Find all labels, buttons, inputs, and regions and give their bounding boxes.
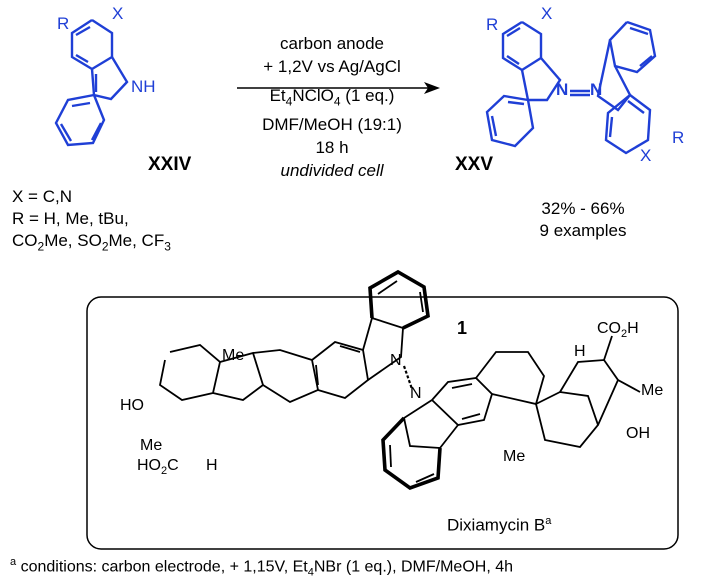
h-right: H: [574, 343, 586, 360]
reactant-nh-label: NH: [131, 77, 156, 96]
condition-solvent: DMF/MeOH (19:1): [262, 115, 402, 135]
product-x-bottom: X: [640, 146, 652, 165]
dixiamycin-structure: [159, 269, 641, 491]
product-structure: [485, 20, 657, 155]
reaction-conditions: carbon anode + 1,2V vs Ag/AgCl Et4NClO4 …: [237, 32, 427, 182]
reactant-structure: [54, 18, 129, 147]
product-n-left: N: [556, 80, 569, 99]
me-left-top: Me: [222, 347, 245, 364]
product-n-right: N: [590, 80, 603, 99]
condition-anode: carbon anode: [280, 34, 384, 53]
product-yield-block: 32% - 66% 9 examples: [518, 198, 648, 242]
natural-product-box: [86, 296, 679, 550]
me-left-quat: Me: [140, 437, 163, 454]
n-n-bond: [570, 89, 590, 97]
condition-electrolyte: Et4NClO4 (1 eq.): [269, 86, 395, 109]
definition-r: R = H, Me, tBu,: [12, 209, 129, 228]
ho-left: HO: [120, 397, 144, 414]
oh-right: OH: [626, 425, 650, 442]
definition-r-cont: CO2Me, SO2Me, CF3: [12, 231, 171, 254]
product-r-bottom: R: [672, 128, 685, 147]
n-upper: N: [390, 352, 402, 369]
co2h-right: CO2H: [597, 320, 639, 341]
me-right-quat: Me: [641, 382, 664, 399]
compound-number: 1: [457, 318, 468, 338]
n-lower: N: [410, 385, 422, 402]
product-compound-label: XXV: [455, 154, 494, 175]
h-left: H: [206, 457, 218, 474]
product-x-top: X: [541, 4, 553, 23]
product-yield: 32% - 66%: [541, 199, 625, 218]
condition-cell: undivided cell: [280, 161, 384, 181]
condition-potential: + 1,2V vs Ag/AgCl: [263, 57, 401, 76]
reactant-r-label: R: [57, 14, 70, 33]
product-examples: 9 examples: [539, 221, 627, 240]
reactant-definitions: X = C,N R = H, Me, tBu, CO2Me, SO2Me, CF…: [12, 186, 171, 257]
ho2c-left: HO2C: [137, 457, 179, 478]
footnote: a conditions: carbon electrode, + 1,15V,…: [10, 556, 514, 579]
product-r-top: R: [486, 15, 499, 34]
me-right-bottom: Me: [503, 448, 526, 465]
reaction-arrow: [237, 82, 440, 94]
definition-x: X = C,N: [12, 187, 72, 206]
compound-name: Dixiamycin Ba: [447, 515, 552, 535]
condition-time: 18 h: [315, 138, 349, 158]
reactant-x-label: X: [112, 4, 124, 23]
reactant-compound-label: XXIV: [148, 154, 192, 175]
